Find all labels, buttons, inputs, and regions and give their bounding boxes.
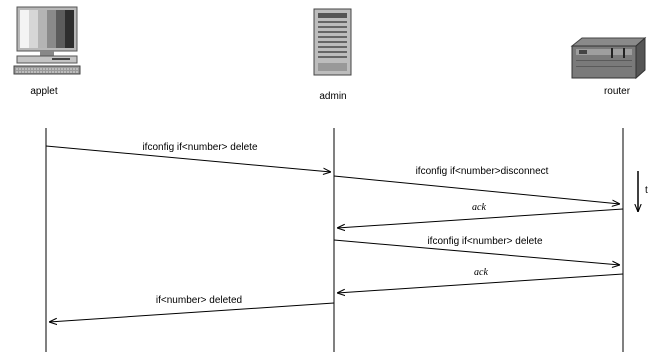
server-icon	[313, 8, 352, 76]
router-icon	[570, 36, 647, 80]
message-arrow-6	[49, 302, 335, 322]
time-label: t	[645, 185, 648, 196]
computer-icon	[13, 6, 81, 75]
message-arrow-4	[333, 239, 620, 265]
participant-label-applet: applet	[30, 86, 57, 97]
message-label-4: ifconfig if<number> delete	[427, 236, 543, 247]
message-label-3: ack	[472, 202, 486, 213]
message-label-6: if<number> deleted	[156, 295, 242, 306]
message-arrow-5	[337, 273, 624, 293]
message-arrow-3	[337, 208, 624, 228]
message-label-5: ack	[474, 267, 488, 278]
message-arrow-1	[45, 145, 331, 172]
message-label-2: ifconfig if<number>disconnect	[416, 166, 549, 177]
participant-label-router: router	[604, 86, 631, 97]
message-label-1: ifconfig if<number> delete	[142, 142, 258, 153]
message-arrow-2	[333, 175, 620, 204]
participant-label-admin: admin	[319, 91, 346, 102]
